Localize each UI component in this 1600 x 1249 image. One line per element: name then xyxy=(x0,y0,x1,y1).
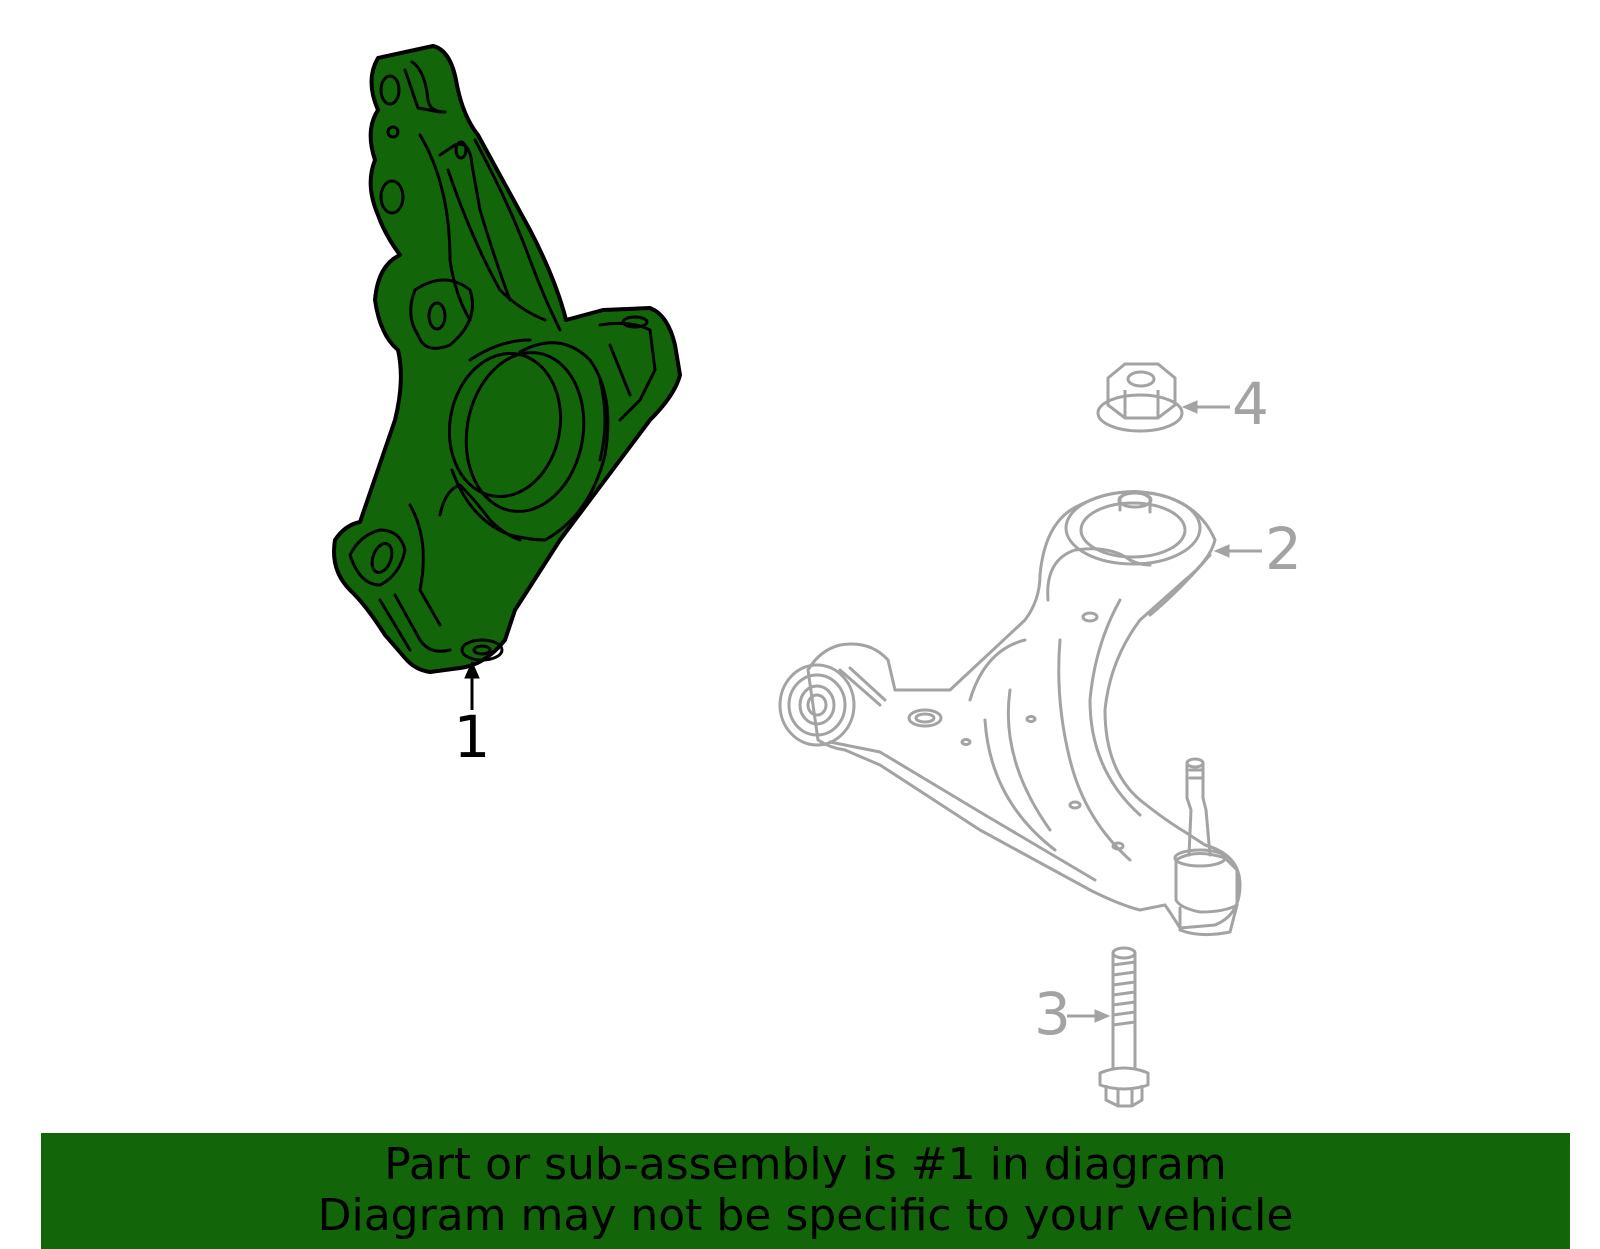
steering-knuckle-icon[interactable] xyxy=(332,44,682,674)
banner-line-disclaimer: Diagram may not be specific to your vehi… xyxy=(317,1190,1294,1241)
banner-line-part: Part or sub-assembly is #1 in diagram xyxy=(384,1139,1227,1190)
callout-label-3: 3 xyxy=(1034,980,1071,1048)
callout-label-4: 4 xyxy=(1232,370,1269,438)
callout-4-leader xyxy=(1181,400,1230,414)
callout-2-leader xyxy=(1213,544,1262,558)
info-banner: Part or sub-assembly is #1 in diagram Di… xyxy=(41,1133,1570,1249)
bolt-icon[interactable] xyxy=(1098,946,1150,1108)
nut-icon[interactable] xyxy=(1096,362,1184,433)
callout-1-leader xyxy=(464,660,480,710)
callout-3-leader xyxy=(1067,1009,1111,1023)
callout-label-1: 1 xyxy=(454,703,491,771)
lower-control-arm-icon[interactable] xyxy=(778,490,1242,937)
callout-label-2: 2 xyxy=(1265,515,1302,583)
